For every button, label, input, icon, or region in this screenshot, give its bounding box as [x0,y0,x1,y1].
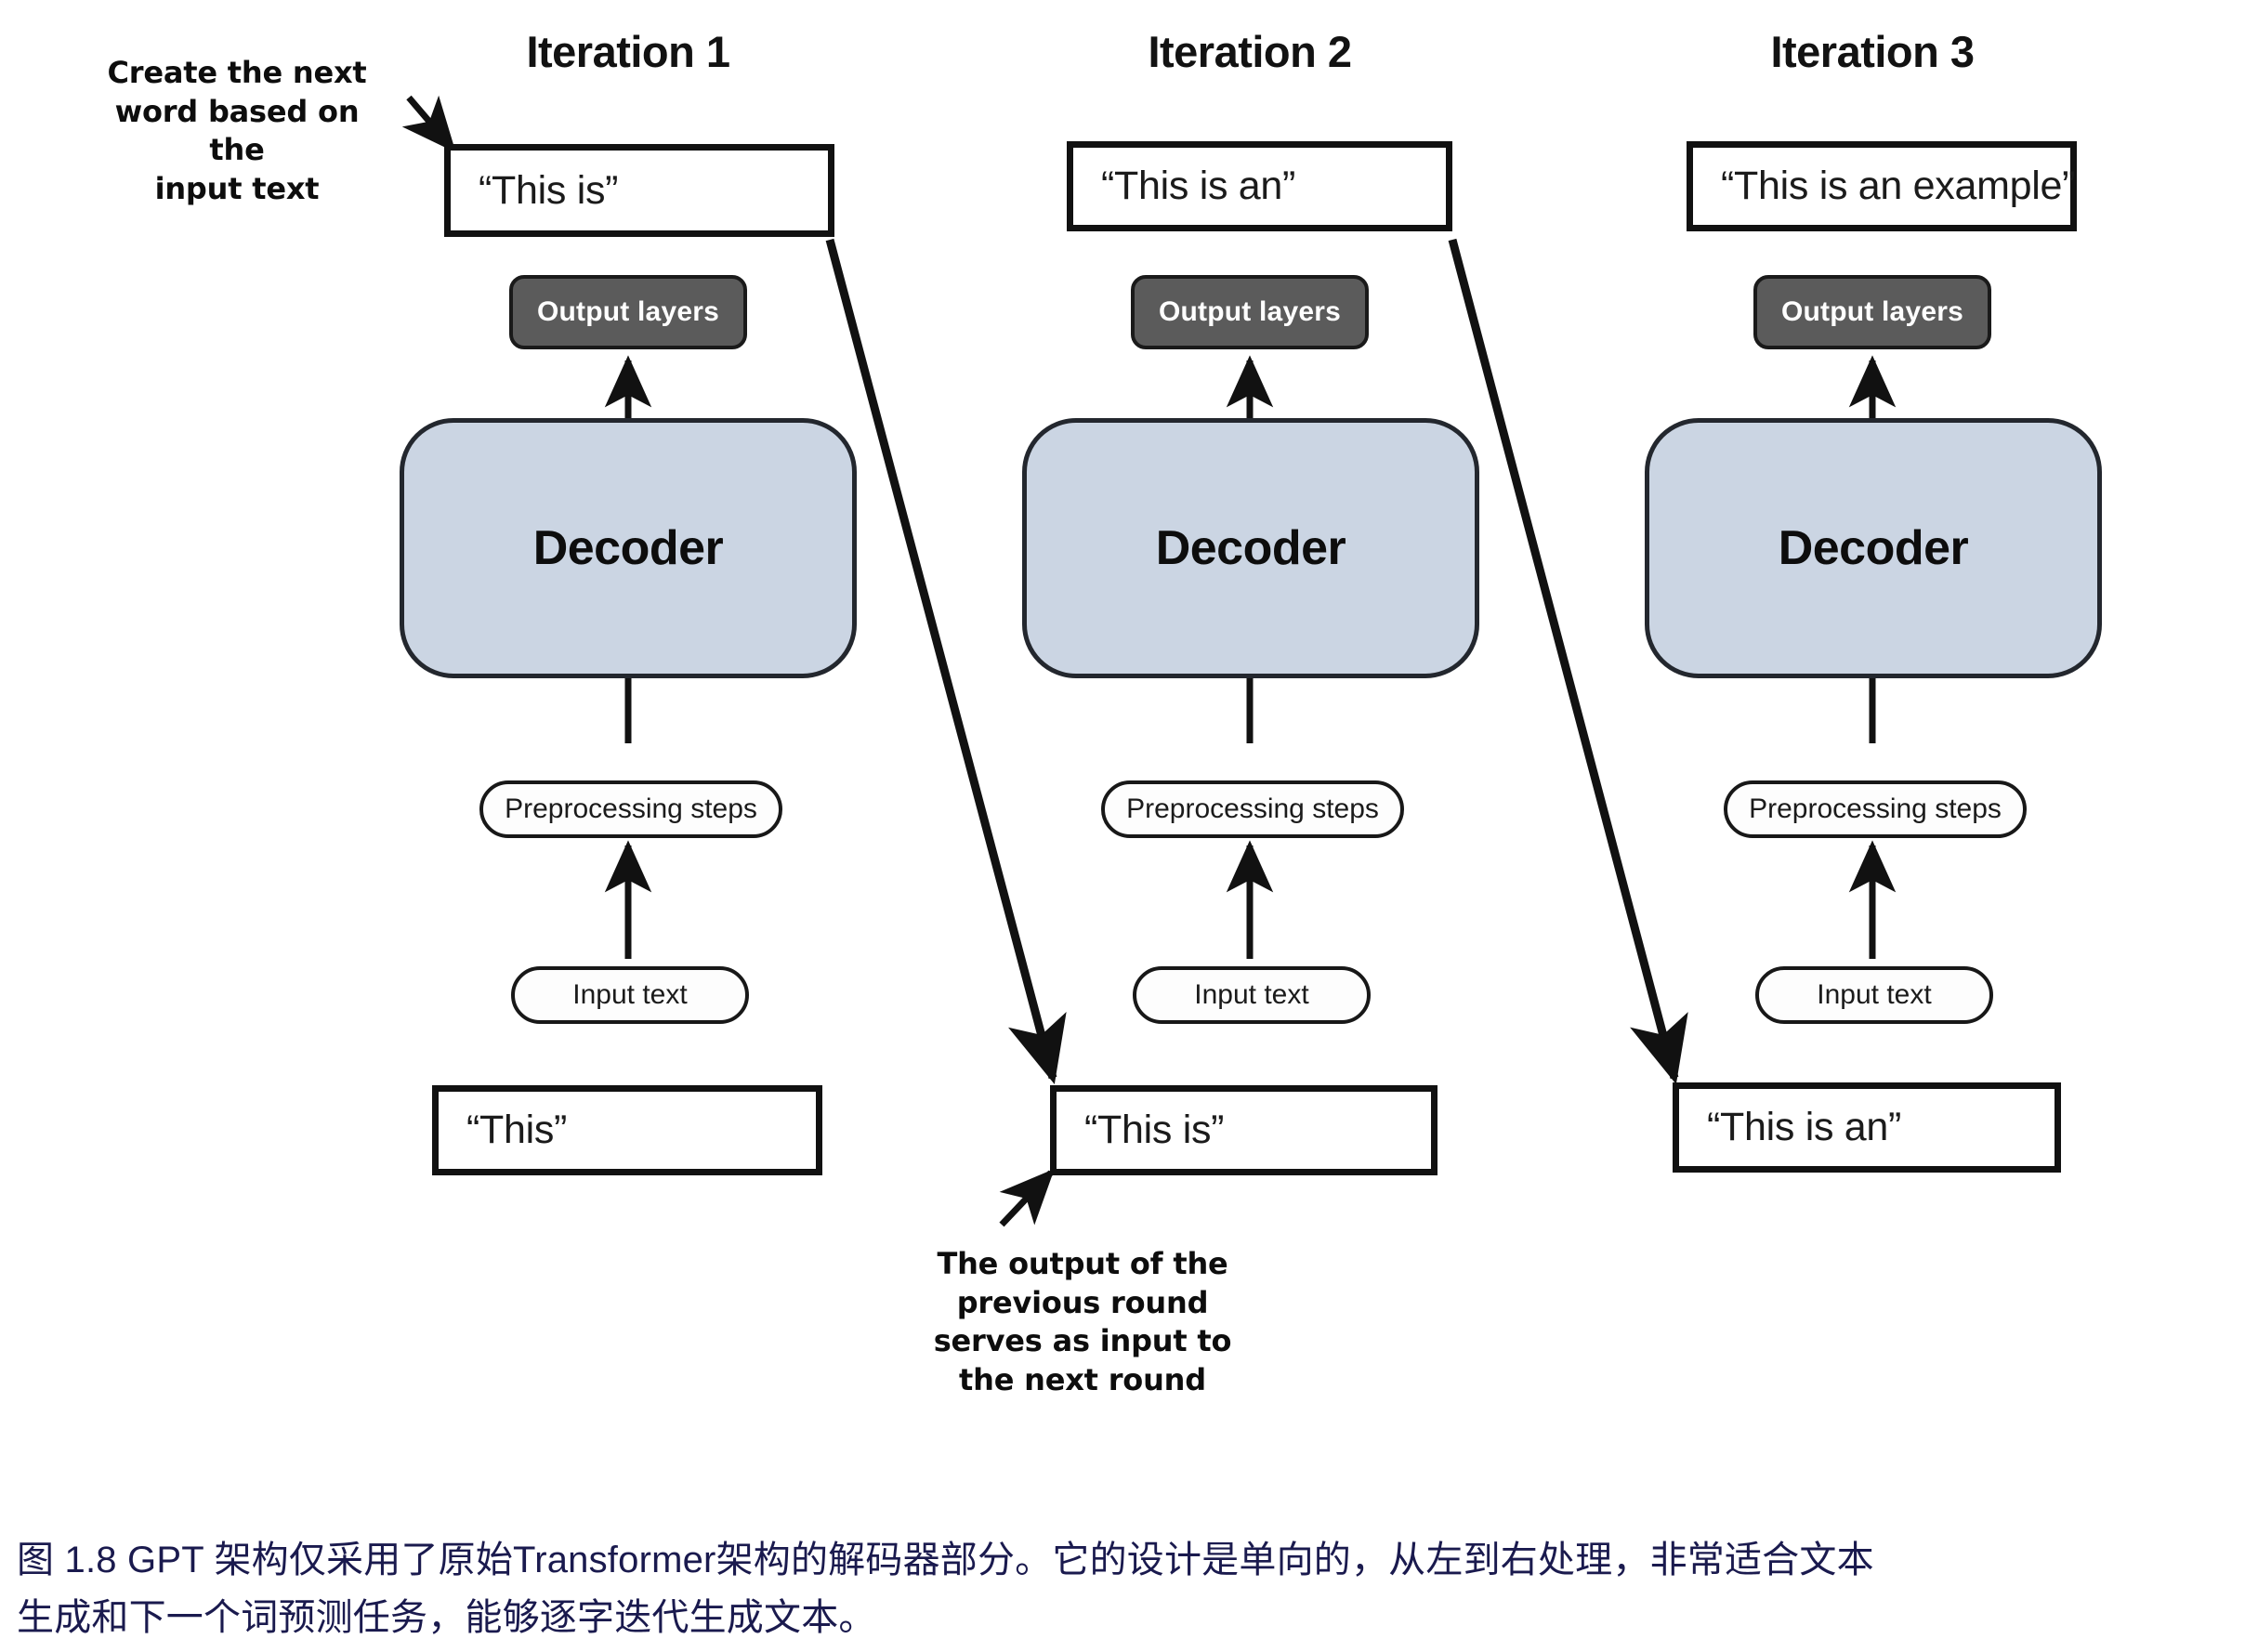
preprocessing-box-iteration-2: Preprocessing steps [1101,780,1404,838]
input-sequence-box-iteration-2: “This is” [1050,1085,1438,1175]
decoder-box-iteration-3: Decoder [1645,418,2102,678]
annotation-output-previous-round: The output of the previous round serves … [933,1246,1232,1397]
input-text-box-iteration-2: Input text [1133,966,1371,1024]
column-title-iteration-2: Iteration 2 [1148,27,1352,76]
caption-line-1: 图 1.8 GPT 架构仅采用了原始Transformer架构的解码器部分。它的… [17,1540,1874,1580]
annotation-create-next-word: Create the next word based on the input … [107,55,367,206]
leader-create-next-word-annotation [401,95,456,153]
output-layers-box-iteration-1: Output layers [509,275,747,349]
output-layers-box-iteration-2: Output layers [1131,275,1369,349]
input-text-box-iteration-1: Input text [511,966,749,1024]
arrow-iteration2-output-to-iteration3-input [1448,238,1688,1084]
output-layers-box-iteration-3: Output layers [1753,275,1991,349]
figure-caption: 图 1.8 GPT 架构仅采用了原始Transformer架构的解码器部分。它的… [17,1531,2247,1646]
column-title-iteration-1: Iteration 1 [526,27,730,76]
arrow-iteration1-output-to-iteration2-input [825,238,1067,1084]
column-title-iteration-3: Iteration 3 [1770,27,1975,76]
leader-output-previous-round-annotation [999,1168,1055,1227]
input-sequence-box-iteration-1: “This” [432,1085,822,1175]
output-text-box-iteration-3: “This is an example” [1687,141,2077,231]
input-sequence-box-iteration-3: “This is an” [1673,1082,2061,1173]
caption-line-2: 生成和下一个词预测任务，能够逐字迭代生成文本。 [17,1597,876,1638]
preprocessing-box-iteration-1: Preprocessing steps [479,780,782,838]
output-text-box-iteration-1: “This is” [444,144,834,237]
decoder-box-iteration-1: Decoder [400,418,857,678]
input-text-box-iteration-3: Input text [1755,966,1993,1024]
preprocessing-box-iteration-3: Preprocessing steps [1724,780,2027,838]
output-text-box-iteration-2: “This is an” [1067,141,1452,231]
decoder-box-iteration-2: Decoder [1022,418,1479,678]
